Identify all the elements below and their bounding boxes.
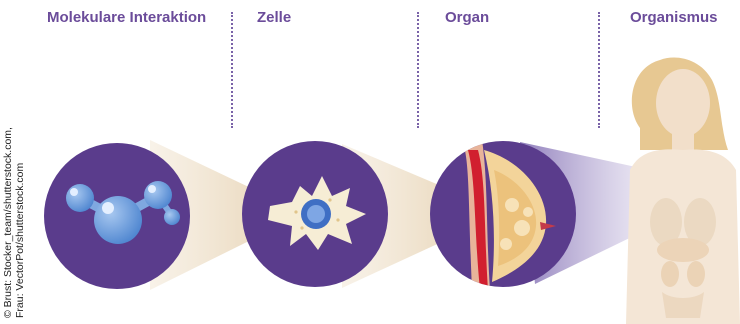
- stage-heading-organism: Organismus: [630, 9, 718, 26]
- stage-divider-3: [598, 12, 600, 128]
- woman-body-illustration: [626, 57, 740, 324]
- image-credit-line-2: Frau: VectorPot/shutterstock.com: [14, 18, 26, 318]
- stage-divider-2: [417, 12, 419, 128]
- stage-heading-cell: Zelle: [257, 9, 291, 26]
- stage-heading-organ: Organ: [445, 9, 489, 26]
- stage-heading-molecular: Molekulare Interaktion: [47, 9, 206, 26]
- molecule-circle: [44, 143, 190, 289]
- image-credit-line-1: © Brust: Stocker_team/shutterstock.com,: [2, 18, 14, 318]
- cell-circle: [242, 141, 388, 287]
- stage-divider-1: [231, 12, 233, 128]
- image-credit: © Brust: Stocker_team/shutterstock.com, …: [2, 18, 26, 318]
